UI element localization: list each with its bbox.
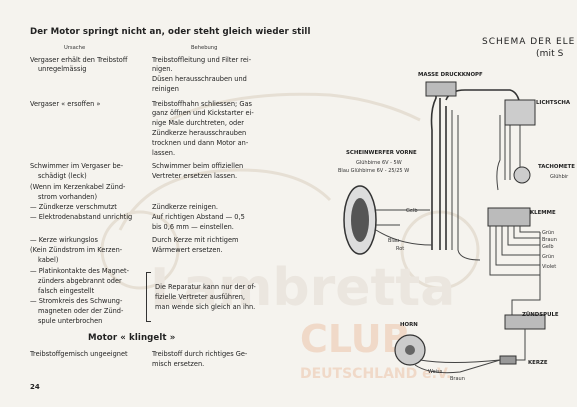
remedy-line: Treibstoffhahn schliessen; Gas	[152, 100, 252, 108]
wire-label: Gelb	[406, 208, 418, 214]
bracket	[146, 272, 151, 322]
schema-title: SCHEMA DER ELE	[482, 37, 576, 47]
wire-label: Violet	[542, 264, 556, 270]
label-tacho-sub: Glühbir	[550, 174, 569, 180]
wire-label: Weiss	[428, 369, 443, 375]
cause-line: (Wenn im Kerzenkabel Zünd-	[30, 183, 126, 191]
label-tacho: TACHOMETE	[538, 164, 575, 170]
cause-line: Schwimmer im Vergaser be-	[30, 162, 124, 170]
cause-line: — Elektrodenabstand unrichtig	[30, 213, 133, 221]
remedy-line: nigen.	[152, 65, 173, 73]
page-number: 24	[30, 383, 40, 391]
light-switch	[504, 99, 536, 126]
cause-line: Treibstoffgemisch ungeeignet	[30, 350, 128, 358]
col-remedy-header: Behebung	[191, 45, 218, 51]
remedy-line: misch ersetzen.	[152, 360, 205, 368]
schema-subtitle: (mit S	[536, 49, 564, 59]
cause-line: schädigt (leck)	[38, 172, 87, 180]
remedy-line: bis 0,6 mm — einstellen.	[152, 223, 234, 231]
remedy-line: Schwimmer beim offiziellen	[152, 162, 244, 170]
remedy-line: Düsen herausschrauben und	[152, 75, 247, 83]
remedy-line: Wärmewert ersetzen.	[152, 246, 223, 254]
cause-line: (Kein Zündstrom im Kerzen-	[30, 246, 123, 254]
tachometer	[513, 166, 531, 184]
cause-line: strom vorhanden)	[38, 193, 98, 201]
label-scheinwerfer: SCHEINWERFER VORNE	[346, 150, 417, 156]
remedy-line: Auf richtigen Abstand — 0,5	[152, 213, 245, 221]
cause-line: unregelmässig	[38, 65, 87, 73]
label-licht: LICHTSCHA	[536, 100, 571, 106]
remedy-line: man wende sich gleich an ihn.	[155, 303, 256, 311]
cause-line: zünders abgebrannt oder	[38, 277, 122, 285]
section-title: Motor « klingelt »	[88, 333, 176, 343]
wiring-diagram: MASSE DRUCKKNOPF LICHTSCHA SCHEINWERFER …	[338, 72, 575, 382]
label-klemme: KLEMME	[530, 210, 556, 216]
cause-line: Vergaser erhält den Treibstoff	[30, 56, 128, 64]
remedy-line: fizielle Vertreter ausführen,	[155, 293, 245, 301]
remedy-line: Vertreter ersetzen lassen.	[152, 172, 238, 180]
wire-label: Rot	[396, 246, 404, 252]
label-masse: MASSE DRUCKKNOPF	[418, 72, 483, 78]
wire-label: Blau	[388, 238, 399, 244]
label-kerze: KERZE	[528, 360, 548, 366]
remedy-line: Treibstoffleitung und Filter rei-	[152, 56, 252, 64]
wire-label: Grün	[542, 230, 554, 236]
terminal-block	[487, 207, 531, 227]
wire-label: Braun	[542, 237, 557, 243]
page-title: Der Motor springt nicht an, oder steht g…	[30, 27, 311, 37]
spark-plug	[499, 355, 517, 365]
remedy-line: Zündkerze herausschrauben	[152, 129, 247, 137]
cause-line: spule unterbrochen	[38, 317, 103, 325]
remedy-line: Die Reparatur kann nur der of-	[155, 283, 256, 291]
cause-line: kabel)	[38, 256, 59, 264]
wire-label: Braun	[450, 376, 465, 382]
remedy-line: Durch Kerze mit richtigem	[152, 236, 239, 244]
label-zuendspule: ZÜNDSPULE	[522, 311, 559, 318]
remedy-line: Treibstoff durch richtiges Ge-	[152, 350, 248, 358]
remedy-line: trocknen und dann Motor an-	[152, 139, 249, 147]
remedy-line: Zündkerze reinigen.	[152, 203, 219, 211]
remedy-line: reinigen	[152, 85, 179, 93]
label-bulb1: Glühbirne 6V - 5W	[356, 160, 402, 166]
remedy-line: ganz öffnen und Kickstarter ei-	[152, 109, 254, 117]
cause-line: — Zündkerze verschmutzt	[30, 203, 117, 211]
cause-line: magneten oder der Zünd-	[38, 307, 124, 315]
wire-label: Grün	[542, 254, 554, 260]
remedy-line: nige Male durchtreten, oder	[152, 119, 245, 127]
label-horn: HORN	[400, 322, 418, 328]
cause-line: — Platinkontakte des Magnet-	[30, 267, 130, 275]
masse-button	[425, 81, 457, 97]
wire-label: Gelb	[542, 244, 554, 250]
cause-line: — Stromkreis des Schwung-	[30, 297, 123, 305]
cause-line: — Kerze wirkungslos	[30, 236, 98, 244]
col-cause-header: Ursache	[64, 45, 86, 51]
cause-line: Vergaser « ersoffen »	[30, 100, 101, 108]
headlight-bulb	[351, 198, 369, 242]
label-bulb2: Blau Glühbirne 6V - 25/25 W	[338, 168, 409, 174]
cause-line: falsch eingestellt	[38, 287, 95, 295]
remedy-line: lassen.	[152, 149, 176, 157]
